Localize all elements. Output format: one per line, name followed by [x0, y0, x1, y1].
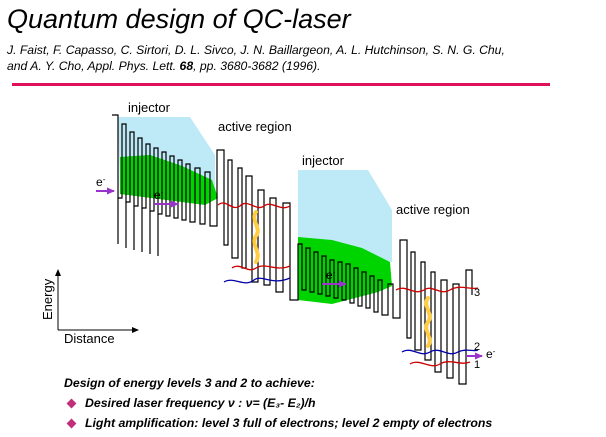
electron-label-injector-1: e-: [154, 188, 164, 202]
design-note-1: Desired laser frequency ν : ν= (E₃- E₂)/…: [64, 394, 604, 414]
citation-pages: , pp. 3680-3682 (1996).: [193, 59, 321, 73]
bullet-diamond-icon: [66, 418, 77, 429]
level-2-wavefunction-1: [223, 277, 291, 284]
distance-axis-label: Distance: [64, 331, 115, 346]
electron-label-injector-2: e-: [326, 268, 336, 282]
citation-volume: 68: [179, 59, 194, 73]
injector-label-2: injector: [302, 153, 345, 168]
energy-axis-label: Energy: [40, 278, 55, 320]
injector-population-1: [120, 155, 218, 205]
citation: J. Faist, F. Capasso, C. Sirtori, D. L. …: [7, 42, 599, 74]
design-note-2: Light amplification: level 3 full of ele…: [64, 414, 604, 434]
photon-emission-1: [252, 210, 260, 264]
band-profile-lower-left: [117, 198, 159, 256]
title-divider: [12, 83, 550, 86]
electron-label-in: e-: [96, 175, 106, 189]
level-2-wavefunction-2: [401, 349, 479, 355]
citation-line-2: and A. Y. Cho, Appl. Phys. Lett. 68, pp.…: [7, 58, 599, 74]
injector-halo-2: [298, 170, 392, 262]
active-region-label-2: active region: [396, 202, 470, 217]
bullet-diamond-icon: [66, 398, 77, 409]
active-region-label-1: active region: [218, 119, 292, 134]
electron-label-out: e-: [486, 347, 496, 361]
citation-line-1: J. Faist, F. Capasso, C. Sirtori, D. L. …: [7, 43, 505, 57]
level-1-wavefunction-2: [409, 361, 471, 367]
page-title: Quantum design of QC-laser: [7, 4, 351, 34]
injector-label-1: injector: [128, 100, 171, 115]
conduction-band-profile: [112, 114, 473, 385]
design-notes-heading: Design of energy levels 3 and 2 to achie…: [64, 376, 315, 390]
level-2-label: 2: [474, 341, 480, 353]
photon-emission-2: [424, 296, 432, 348]
level-3-wavefunction-2: [395, 286, 479, 293]
citation-journal: and A. Y. Cho, Appl. Phys. Lett.: [7, 59, 177, 73]
level-3-wavefunction-1: [217, 202, 291, 209]
design-notes: Design of energy levels 3 and 2 to achie…: [64, 374, 604, 434]
level-3-label: 3: [474, 287, 480, 299]
level-1-label: 1: [474, 359, 480, 371]
level-3-wavefunction-1b: [231, 265, 291, 271]
